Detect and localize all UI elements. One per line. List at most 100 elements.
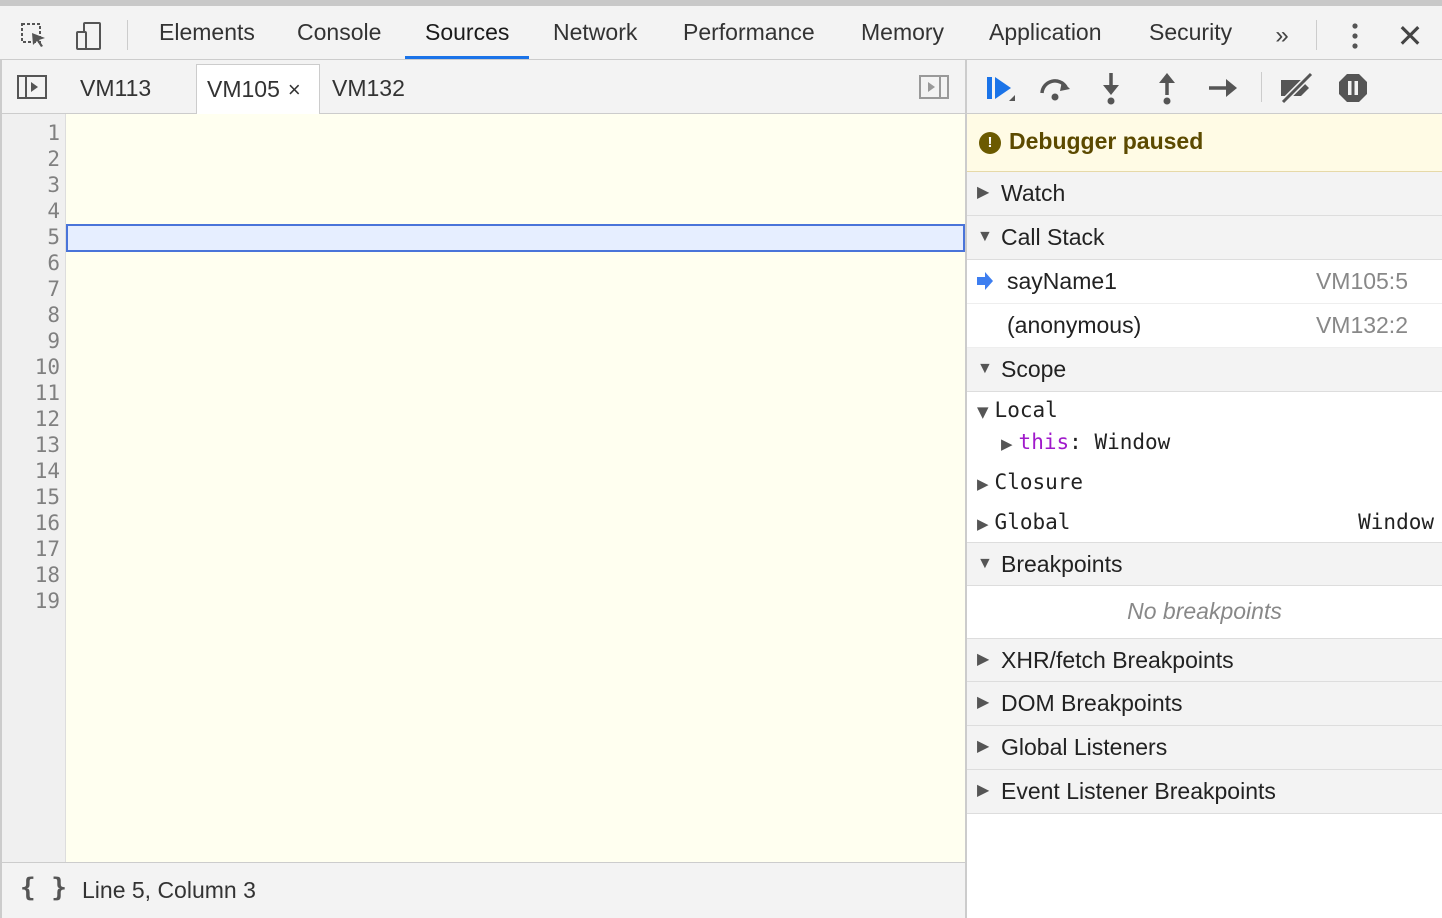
expand-triangle-icon: ▶ [977,184,990,201]
line-number[interactable]: 18 [34,563,60,587]
line-number[interactable]: 14 [34,459,60,483]
expand-triangle-icon: ▶ [977,694,990,711]
collapse-triangle-icon: ▼ [977,360,993,377]
section-global-listeners[interactable]: ▶ Global Listeners [967,726,1442,770]
line-number[interactable]: 11 [34,381,60,405]
line-number[interactable]: 4 [47,199,60,223]
debugger-toolbar [967,60,1442,114]
inspect-element-icon[interactable] [14,16,54,56]
file-tab-vm113[interactable]: VM113 [80,75,152,101]
line-number[interactable]: 16 [34,511,60,535]
scope-global[interactable]: ▶ Global [977,507,1070,539]
code-editor[interactable]: 1 2 3 4 5 6 7 8 9 10 11 12 13 14 15 16 1… [2,114,965,862]
tab-sources[interactable]: Sources [405,6,530,59]
step-into-icon[interactable] [1089,66,1133,110]
scope-this-property[interactable]: ▶ this: Window [1001,427,1170,459]
section-dom-breakpoints[interactable]: ▶ DOM Breakpoints [967,682,1442,726]
file-tab-vm105[interactable]: VM105× [196,64,320,114]
scope-label: Global [994,510,1071,534]
more-tabs-icon[interactable]: » [1275,22,1289,49]
line-number[interactable]: 19 [34,589,60,613]
property-value: Window [1094,430,1171,454]
line-number[interactable]: 3 [47,173,60,197]
section-label: Event Listener Breakpoints [1001,778,1276,804]
scope-label: Closure [994,470,1084,494]
line-number[interactable]: 13 [34,433,60,457]
close-devtools-icon[interactable]: ✕ [1396,18,1424,54]
expand-triangle-icon: ▶ [1001,435,1013,453]
tab-elements[interactable]: Elements [159,19,255,45]
line-number[interactable]: 2 [47,147,60,171]
frame-location[interactable]: VM132:2 [1315,312,1408,338]
step-over-icon[interactable] [1033,66,1077,110]
section-label: Watch [1001,180,1066,206]
current-frame-arrow-icon [977,272,993,290]
section-event-listener-breakpoints[interactable]: ▶ Event Listener Breakpoints [967,770,1442,814]
tab-network[interactable]: Network [553,19,638,45]
frame-location[interactable]: VM105:5 [1315,268,1408,294]
call-frame-sayname1[interactable]: sayName1 VM105:5 [967,260,1442,304]
line-number[interactable]: 6 [47,251,60,275]
section-scope[interactable]: ▼ Scope [967,348,1442,392]
expand-triangle-icon: ▶ [977,738,990,755]
tab-console[interactable]: Console [297,19,382,45]
line-number[interactable]: 9 [47,329,60,353]
cursor-position: Line 5, Column 3 [82,877,256,903]
step-icon[interactable] [1201,66,1245,110]
call-frame-anonymous[interactable]: (anonymous) VM132:2 [967,304,1442,348]
deactivate-breakpoints-icon[interactable] [1275,66,1319,110]
pretty-print-icon[interactable]: { } [20,873,67,903]
section-breakpoints[interactable]: ▼ Breakpoints [967,542,1442,586]
section-call-stack[interactable]: ▼ Call Stack [967,216,1442,260]
info-icon: ! [979,132,1001,154]
close-tab-icon[interactable]: × [287,77,301,102]
debugger-sidebar: ! Debugger paused ▶ Watch ▼ Call Stack s… [965,60,1442,918]
section-label: XHR/fetch Breakpoints [1001,647,1234,673]
collapse-triangle-icon: ▼ [977,403,989,421]
debugger-paused-banner: ! Debugger paused [967,114,1442,172]
section-label: Scope [1001,356,1067,382]
tab-memory[interactable]: Memory [861,19,945,45]
pause-on-exceptions-icon[interactable] [1331,66,1375,110]
toggle-navigator-icon[interactable] [16,74,50,100]
line-number[interactable]: 7 [47,277,60,301]
tab-security[interactable]: Security [1149,19,1233,45]
line-number[interactable]: 1 [47,121,60,145]
current-execution-line [66,224,965,252]
frame-function: sayName1 [1007,268,1117,294]
step-out-icon[interactable] [1145,66,1189,110]
scope-local[interactable]: ▼Local [977,395,1058,427]
line-number[interactable]: 10 [34,355,60,379]
property-separator: : [1069,430,1082,454]
expand-triangle-icon: ▶ [977,651,990,668]
section-label: Breakpoints [1001,551,1123,577]
toggle-debugger-icon[interactable] [918,74,952,100]
expand-triangle-icon: ▶ [977,475,989,493]
kebab-menu-icon[interactable] [1335,16,1375,56]
expand-triangle-icon: ▶ [977,515,989,533]
collapse-triangle-icon: ▼ [977,555,993,572]
section-label: DOM Breakpoints [1001,690,1183,716]
line-number-gutter[interactable]: 1 2 3 4 5 6 7 8 9 10 11 12 13 14 15 16 1… [2,114,66,862]
file-tab-bar: VM113 VM105× VM132 [2,60,965,114]
tab-performance[interactable]: Performance [683,19,815,45]
line-number[interactable]: 5 [47,225,60,249]
section-label: Global Listeners [1001,734,1168,760]
file-tab-vm132[interactable]: VM132 [332,75,405,101]
paused-message: Debugger paused [1009,128,1204,154]
property-key: this [1018,430,1070,454]
scope-closure[interactable]: ▶ Closure [977,467,1083,499]
section-watch[interactable]: ▶ Watch [967,172,1442,216]
line-number[interactable]: 8 [47,303,60,327]
device-toolbar-icon[interactable] [68,16,108,56]
resume-icon[interactable] [977,66,1021,110]
tab-application[interactable]: Application [989,19,1102,45]
line-number[interactable]: 15 [34,485,60,509]
sources-editor-pane: VM113 VM105× VM132 1 2 3 4 5 6 7 8 9 10 … [0,60,965,918]
section-xhr-breakpoints[interactable]: ▶ XHR/fetch Breakpoints [967,638,1442,682]
line-number[interactable]: 12 [34,407,60,431]
line-number[interactable]: 17 [34,537,60,561]
editor-status-bar: { } Line 5, Column 3 [2,862,965,918]
scope-global-value: Window [1358,510,1434,534]
expand-triangle-icon: ▶ [977,782,990,799]
